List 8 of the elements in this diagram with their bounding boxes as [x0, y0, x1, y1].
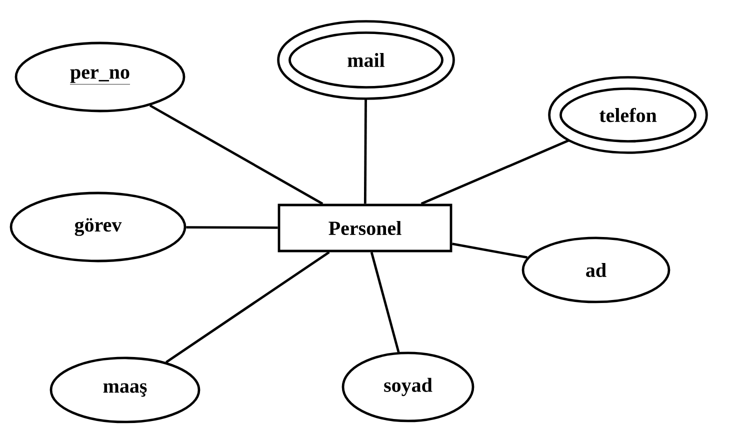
connector-line — [186, 226, 278, 229]
connector-line — [452, 242, 528, 259]
connector-line — [370, 252, 400, 352]
entity-box: Personel — [278, 204, 452, 252]
connector-line — [364, 98, 367, 204]
connector-line — [149, 104, 324, 205]
connector-line — [420, 139, 570, 205]
connector-line — [166, 251, 330, 364]
